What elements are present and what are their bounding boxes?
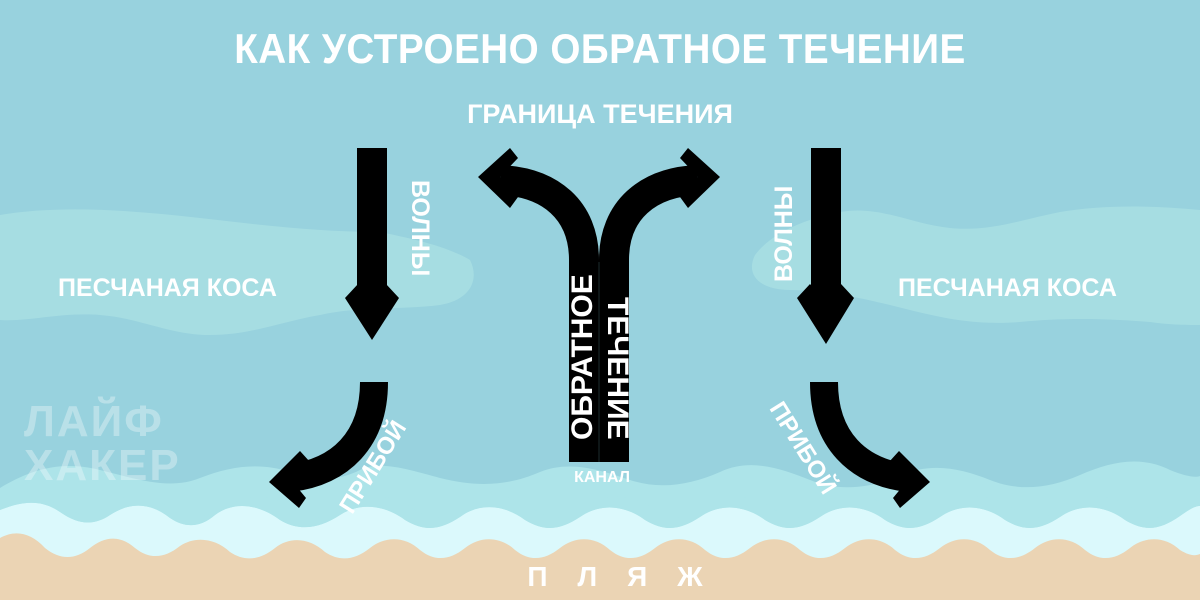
surf-arrow-left bbox=[269, 381, 388, 508]
rip-current-arrow bbox=[478, 148, 720, 462]
waves-right-label: ВОЛНЫ bbox=[770, 185, 798, 282]
logo-line-2: ХАКЕР bbox=[24, 441, 181, 490]
rip-current-label-part2: ТЕЧЕНИЕ bbox=[601, 297, 634, 440]
wave-crest-band bbox=[0, 491, 1200, 528]
rip-current-label-part1: ОБРАТНОЕ bbox=[566, 274, 599, 440]
surf-arrow-right bbox=[810, 381, 930, 508]
waves-left-label: ВОЛНЫ bbox=[406, 180, 434, 277]
beach-sand bbox=[0, 533, 1200, 600]
sand-spit-right-label: ПЕСЧАНАЯ КОСА bbox=[898, 274, 1117, 302]
waves-arrow-left bbox=[345, 148, 399, 340]
current-boundary-label: ГРАНИЦА ТЕЧЕНИЯ bbox=[467, 99, 733, 129]
lifehacker-logo: ЛАЙФ ХАКЕР bbox=[24, 400, 181, 488]
logo-line-1: ЛАЙФ bbox=[24, 397, 164, 446]
sand-spit-left-label: ПЕСЧАНАЯ КОСА bbox=[58, 274, 277, 302]
sand-spit-right-shape bbox=[751, 206, 1200, 325]
beach-label: ПЛЯЖ bbox=[527, 561, 733, 592]
diagram-title: КАК УСТРОЕНО ОБРАТНОЕ ТЕЧЕНИЕ bbox=[234, 25, 966, 72]
waves-arrow-right bbox=[797, 148, 854, 344]
channel-label: КАНАЛ bbox=[574, 469, 630, 486]
